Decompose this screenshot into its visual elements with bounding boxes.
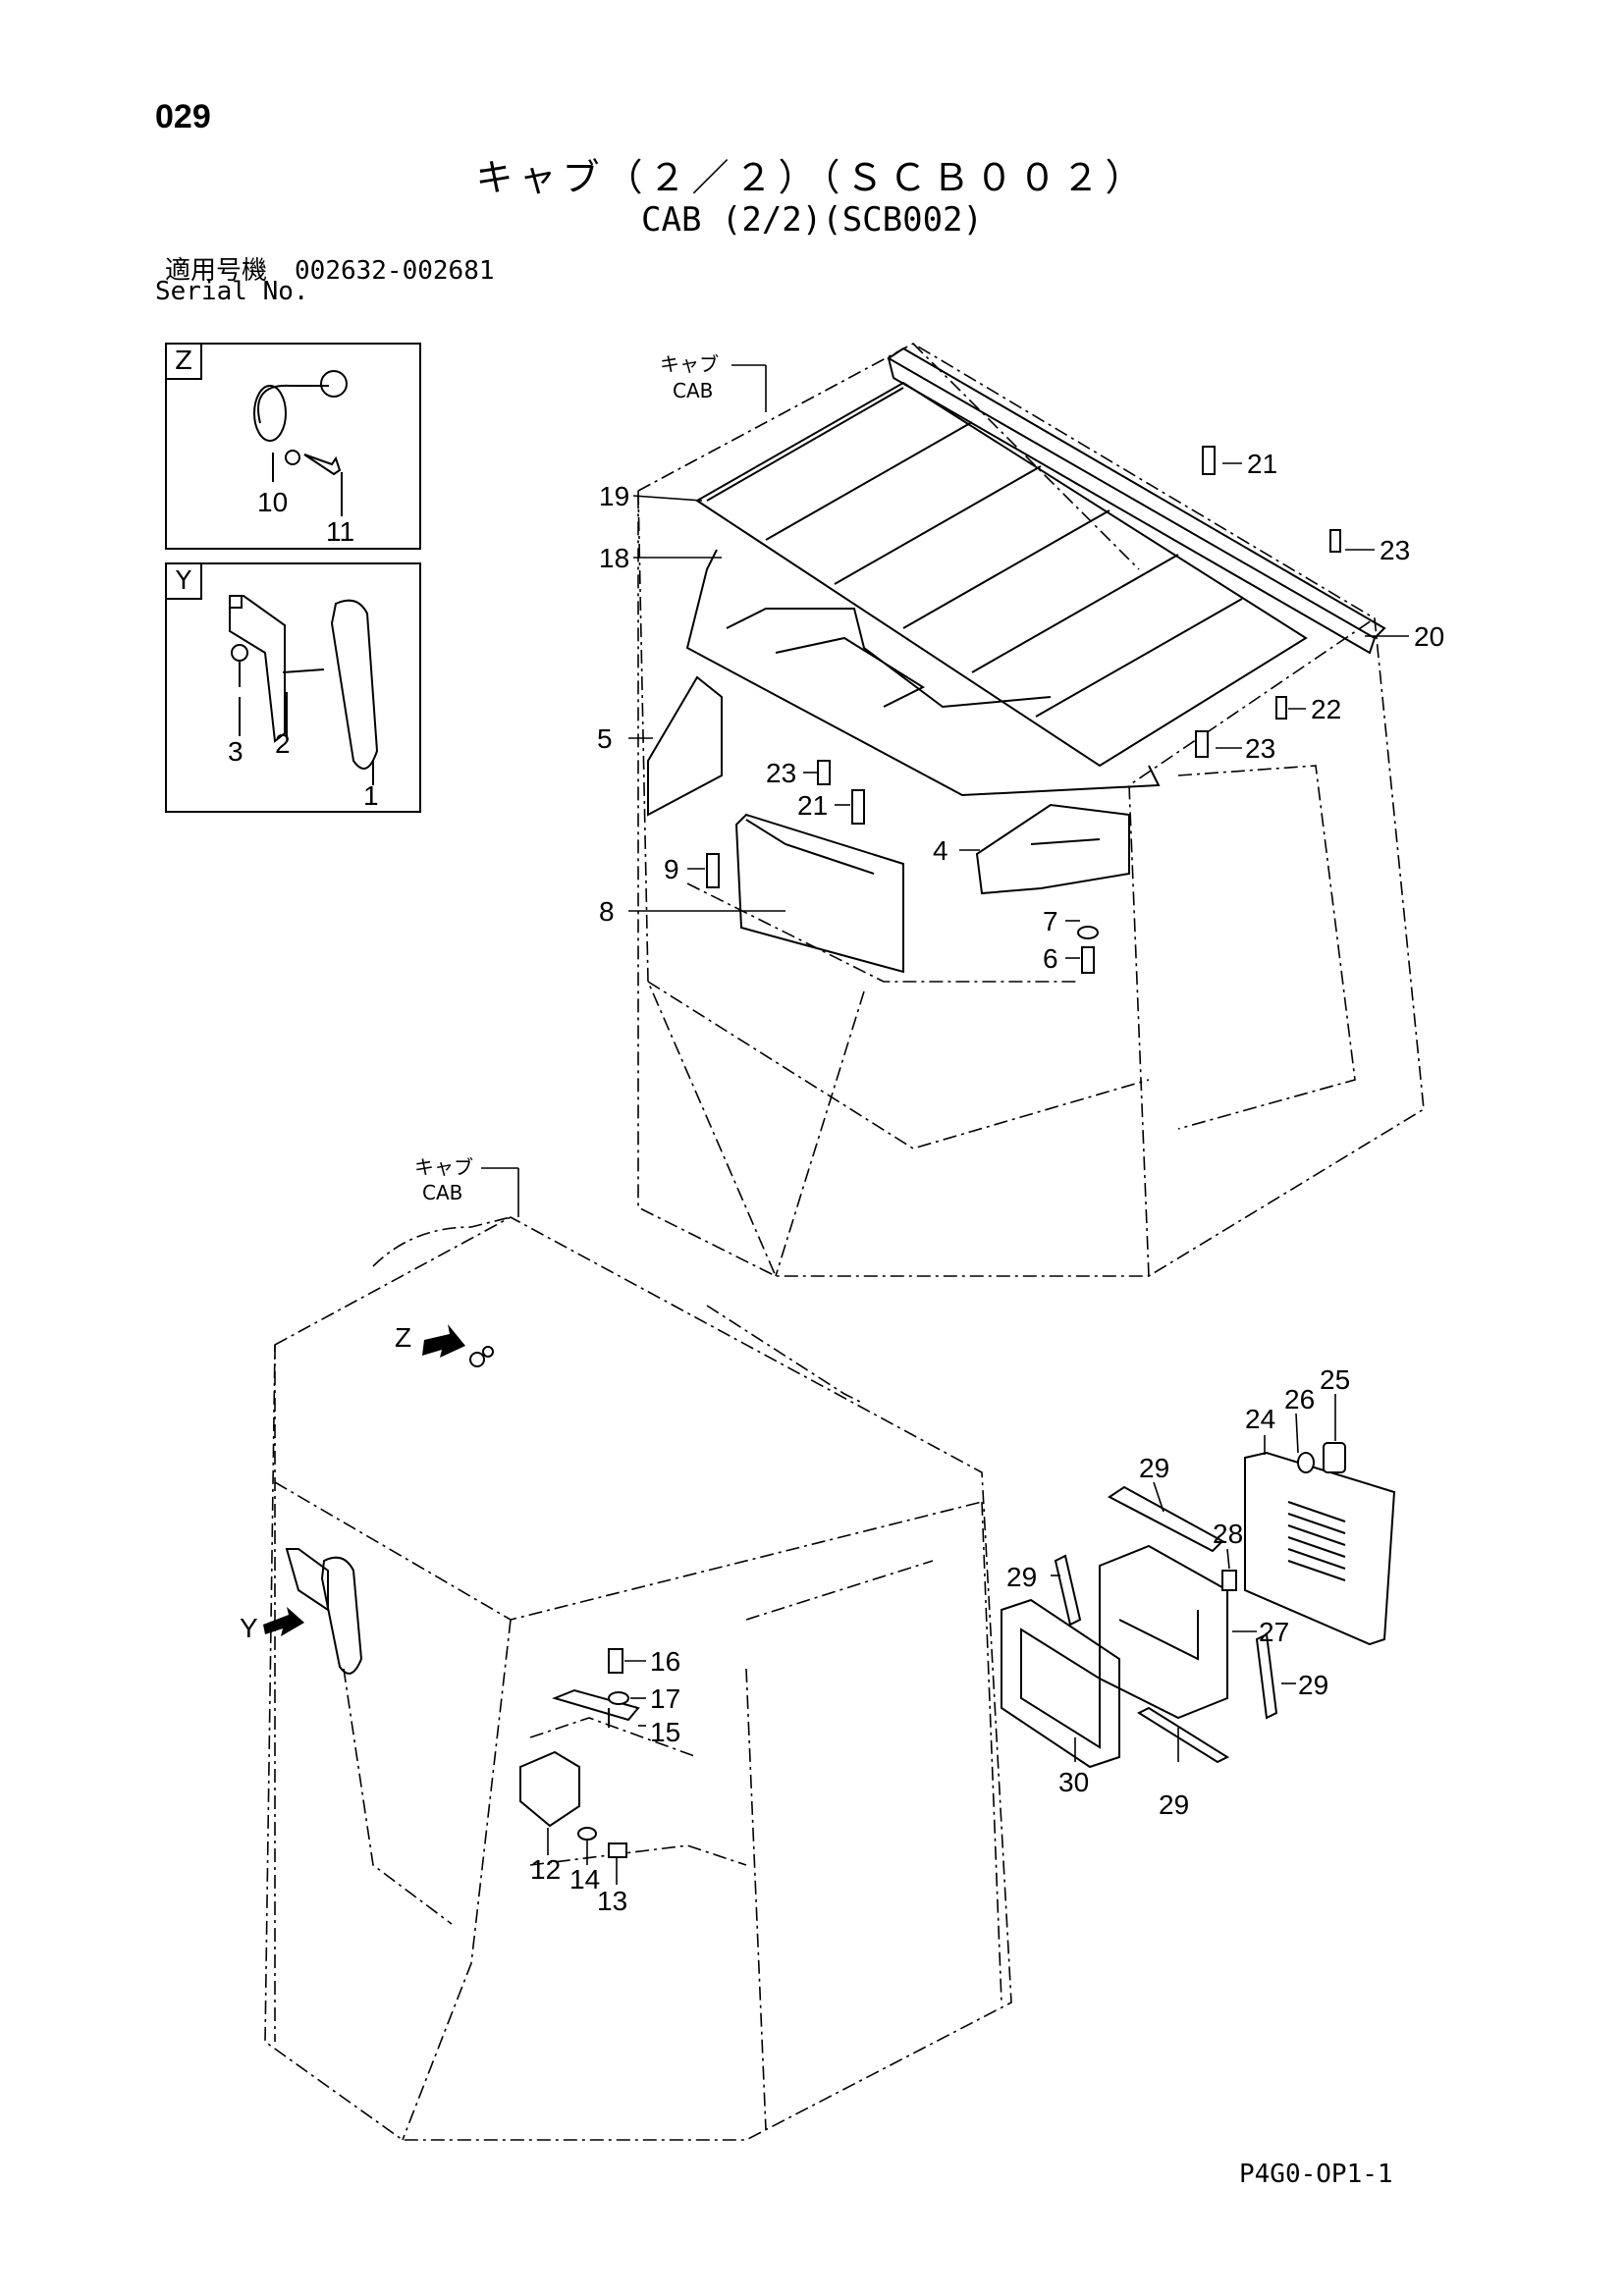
vent-fasteners — [1221, 1442, 1346, 1591]
page-number: 029 — [155, 98, 211, 135]
callout-4: 4 — [933, 835, 948, 866]
callout-5: 5 — [597, 723, 613, 754]
callout-18: 18 — [599, 543, 629, 573]
callout-2: 2 — [275, 728, 291, 759]
plate-part-8 — [734, 813, 904, 974]
bracket-leaders — [547, 1660, 646, 1885]
callout-9: 9 — [664, 854, 679, 884]
page-title-en: CAB (2/2)(SCB002) — [641, 200, 983, 240]
inset-z-label: Z — [167, 345, 202, 380]
callout-24: 24 — [1245, 1404, 1275, 1434]
serial-label-text: 適用号機 — [165, 256, 268, 286]
bracket-parts — [519, 1648, 640, 1858]
callout-1: 1 — [363, 780, 379, 811]
bottom-cab-outline — [264, 1216, 1012, 2141]
vent-leaders — [1051, 1394, 1336, 1762]
callout-21-top: 21 — [1247, 449, 1277, 479]
bottom-cab-leader — [481, 1167, 519, 1217]
callout-21-left: 21 — [797, 790, 828, 821]
callout-22: 22 — [1311, 694, 1341, 724]
mirror-drawing: 3 2 1 — [228, 595, 379, 811]
callout-23-top-right: 23 — [1380, 535, 1410, 565]
top-cab-label-jp: キャブ — [660, 352, 719, 376]
callout-26: 26 — [1284, 1384, 1315, 1415]
top-cab-outline — [637, 343, 1425, 1277]
bottom-cab-label-en: CAB — [422, 1181, 462, 1204]
arrow-z-label: Z — [395, 1322, 411, 1353]
callout-15: 15 — [650, 1717, 680, 1747]
page-title-jp: キャブ（２／２）（ＳＣＢ００２） — [475, 156, 1149, 199]
callout-23-left: 23 — [766, 758, 796, 788]
side-mirror — [285, 1548, 363, 1675]
callout-27: 27 — [1259, 1617, 1289, 1647]
callout-29-right: 29 — [1298, 1670, 1328, 1700]
callout-3: 3 — [228, 736, 244, 767]
cover-part-5 — [647, 675, 723, 817]
footer-code: P4G0-OP1-1 — [1239, 2160, 1393, 2189]
inset-y: Y 3 2 1 — [165, 562, 421, 813]
top-leaders — [628, 364, 1409, 959]
callout-12: 12 — [530, 1854, 561, 1885]
callout-14: 14 — [569, 1864, 600, 1895]
callout-23-right: 23 — [1245, 733, 1275, 764]
bottom-cab-label-jp: キャブ — [414, 1155, 473, 1179]
callout-28: 28 — [1213, 1519, 1243, 1549]
callout-6: 6 — [1043, 943, 1058, 974]
top-cab-label-en: CAB — [673, 379, 713, 402]
vent-assembly — [1001, 1451, 1396, 1769]
callout-17: 17 — [650, 1683, 680, 1714]
callout-11: 11 — [326, 516, 354, 547]
serial-label-en: Serial No. — [155, 277, 309, 306]
callout-20: 20 — [1414, 621, 1444, 652]
roof-panel — [685, 347, 1386, 797]
callout-13: 13 — [597, 1886, 627, 1916]
callout-7: 7 — [1043, 906, 1058, 936]
serial-label-jp: 適用号機 002632-002681 — [165, 250, 495, 287]
callout-30: 30 — [1058, 1767, 1089, 1797]
callout-16: 16 — [650, 1646, 680, 1677]
arrow-y-label: Y — [240, 1613, 258, 1643]
duct-part-4 — [975, 803, 1130, 895]
coat-hook-drawing: 10 11 — [253, 370, 354, 547]
callout-8: 8 — [599, 896, 615, 927]
inset-z: Z 10 11 — [165, 343, 421, 550]
louver-lines — [1287, 1501, 1346, 1581]
view-arrows — [263, 1324, 465, 1636]
roof-hook — [469, 1346, 494, 1367]
callout-25: 25 — [1320, 1364, 1350, 1395]
top-bolts — [706, 446, 1341, 974]
callout-29-top: 29 — [1139, 1453, 1169, 1483]
serial-range: 002632-002681 — [295, 256, 495, 286]
inset-y-label: Y — [167, 564, 202, 600]
callout-29-bottom: 29 — [1159, 1789, 1189, 1820]
callout-29-left: 29 — [1006, 1562, 1037, 1592]
callout-19: 19 — [599, 481, 629, 511]
callout-10: 10 — [257, 487, 288, 517]
